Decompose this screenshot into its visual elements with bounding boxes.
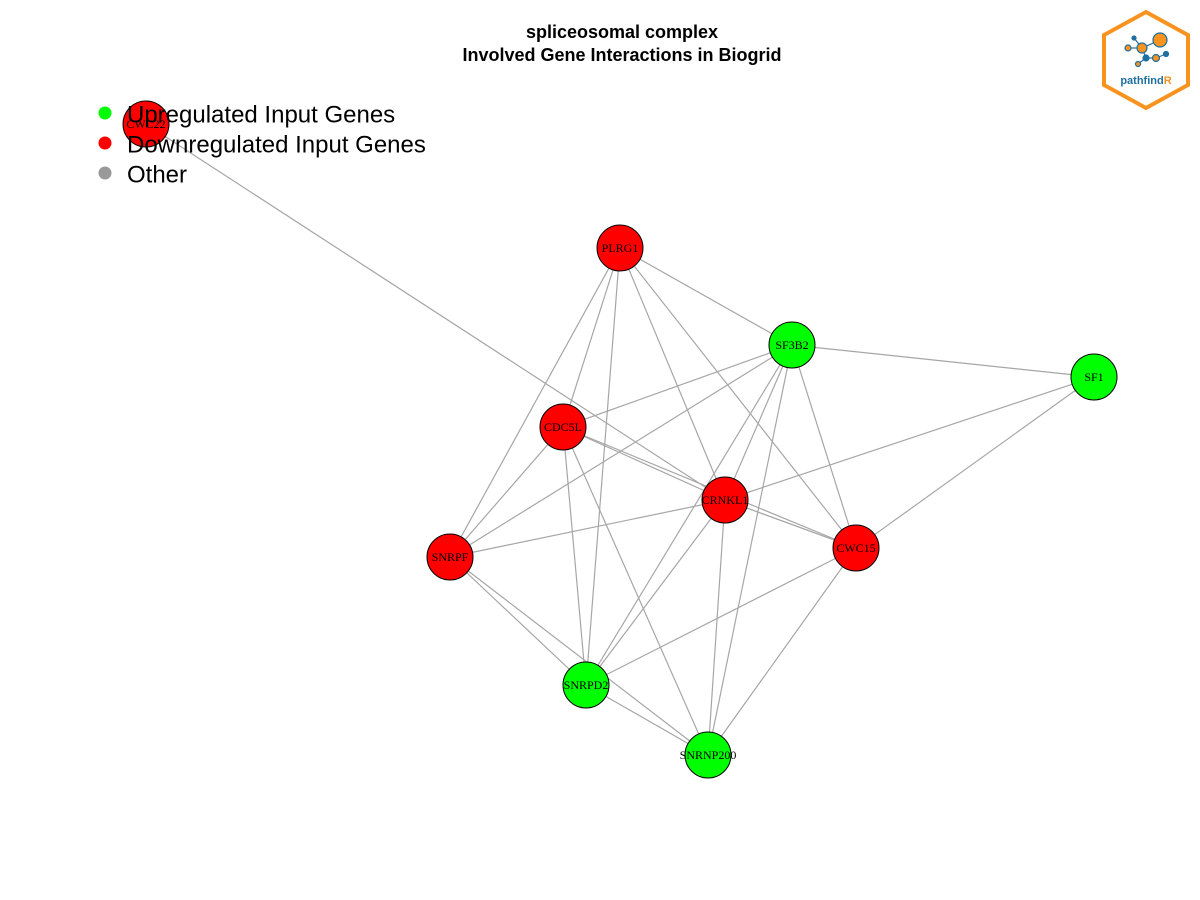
legend-item-upregulated: Upregulated Input Genes <box>98 102 395 129</box>
node-sf3b2: SF3B2 <box>768 321 816 369</box>
edge-plrg1-cwc15 <box>619 247 857 549</box>
edge-sf1-cwc15 <box>855 376 1095 549</box>
legend-item-downregulated: Downregulated Input Genes <box>98 132 426 159</box>
edge-snrpf-snrpd2 <box>449 556 587 686</box>
node-label-sf3b2: SF3B2 <box>775 338 808 352</box>
edge-sf3b2-crnkl1 <box>724 344 793 501</box>
edge-cdc5l-crnkl1 <box>562 426 726 501</box>
edge-plrg1-snrpd2 <box>585 247 621 686</box>
edge-sf3b2-sf1 <box>791 344 1095 378</box>
node-circle-snrpd2 <box>562 661 610 709</box>
legend-label-upregulated: Upregulated Input Genes <box>127 102 395 129</box>
node-snrpd2: SNRPD2 <box>562 661 610 709</box>
node-cwc15: CWC15 <box>832 524 880 572</box>
legend-dot-downregulated <box>98 136 112 150</box>
node-label-crnkl1: CRNKL1 <box>702 493 749 507</box>
node-label-snrpf: SNRPF <box>432 550 469 564</box>
edge-plrg1-sf3b2 <box>619 247 793 346</box>
legend: Upregulated Input Genes Downregulated In… <box>98 102 426 189</box>
node-circle-snrnp200 <box>684 731 732 779</box>
edge-cdc5l-snrnp200 <box>562 426 709 756</box>
edge-sf3b2-snrpd2 <box>585 344 793 686</box>
edge-cwc15-snrnp200 <box>707 547 857 756</box>
node-circle-cwc15 <box>832 524 880 572</box>
node-sf1: SF1 <box>1070 353 1118 401</box>
node-label-snrpd2: SNRPD2 <box>564 678 609 692</box>
node-label-snrnp200: SNRNP200 <box>680 748 737 762</box>
edge-cdc5l-snrpf <box>449 426 564 558</box>
node-label-sf1: SF1 <box>1084 370 1103 384</box>
node-cdc5l: CDC5L <box>539 403 587 451</box>
edge-crnkl1-snrnp200 <box>707 499 726 756</box>
legend-item-other: Other <box>98 162 187 189</box>
node-circle-cdc5l <box>539 403 587 451</box>
edge-sf3b2-snrnp200 <box>707 344 793 756</box>
legend-label-other: Other <box>127 162 187 189</box>
node-circle-snrpf <box>426 533 474 581</box>
edges-layer <box>145 123 1095 756</box>
node-circle-crnkl1 <box>701 476 749 524</box>
pathfindr-logo: pathfindR <box>1102 9 1190 111</box>
node-plrg1: PLRG1 <box>596 224 644 272</box>
node-label-cwc22: CWC22 <box>126 117 165 131</box>
legend-dot-upregulated <box>98 106 112 120</box>
edge-sf3b2-cwc15 <box>791 344 857 549</box>
edge-plrg1-snrpf <box>449 247 621 558</box>
logo-text-main: pathfind <box>1120 75 1163 87</box>
node-circle-plrg1 <box>596 224 644 272</box>
logo-text: pathfindR <box>1120 75 1171 87</box>
edge-sf3b2-cdc5l <box>562 344 793 428</box>
edge-plrg1-cdc5l <box>562 247 621 428</box>
chart-title-line1: spliceosomal complex <box>526 22 718 42</box>
edge-plrg1-crnkl1 <box>619 247 726 501</box>
edge-sf1-crnkl1 <box>724 376 1095 501</box>
edge-crnkl1-snrpf <box>449 499 726 558</box>
edge-crnkl1-snrpd2 <box>585 499 726 686</box>
edge-cwc22-crnkl1 <box>145 123 726 501</box>
node-snrnp200: SNRNP200 <box>680 731 737 779</box>
node-circle-cwc22 <box>122 100 170 148</box>
node-cwc22: CWC22 <box>122 100 170 148</box>
edge-cwc15-snrpd2 <box>585 547 857 686</box>
legend-dot-other <box>98 166 112 180</box>
node-circle-sf3b2 <box>768 321 816 369</box>
node-circle-sf1 <box>1070 353 1118 401</box>
chart-title-line2: Involved Gene Interactions in Biogrid <box>462 45 781 65</box>
node-label-cwc15: CWC15 <box>836 541 875 555</box>
node-snrpf: SNRPF <box>426 533 474 581</box>
node-crnkl1: CRNKL1 <box>701 476 749 524</box>
logo-network-icon <box>1124 32 1170 68</box>
edge-cdc5l-snrpd2 <box>562 426 587 686</box>
logo-text-accent: R <box>1164 75 1172 87</box>
legend-label-downregulated: Downregulated Input Genes <box>127 132 426 159</box>
node-label-cdc5l: CDC5L <box>544 420 582 434</box>
node-label-plrg1: PLRG1 <box>602 241 639 255</box>
edge-snrpf-snrnp200 <box>449 556 709 756</box>
